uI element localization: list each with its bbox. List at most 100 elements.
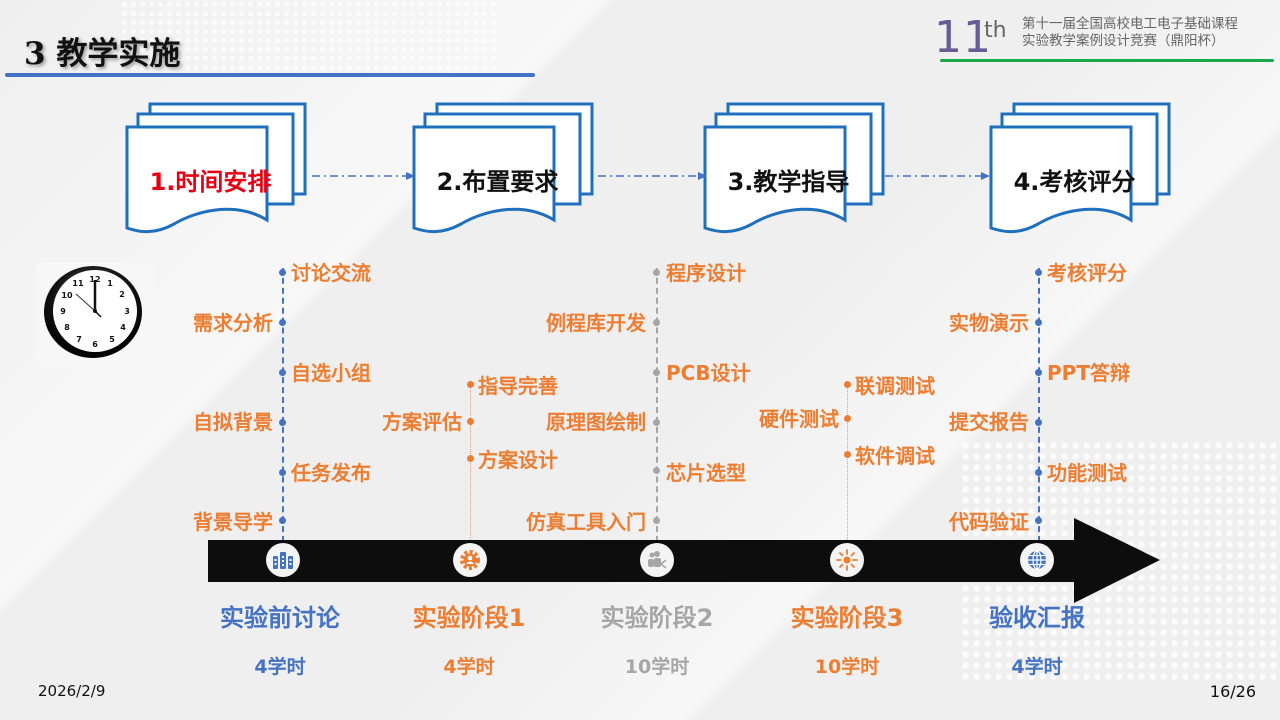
svg-text:7: 7	[76, 335, 82, 344]
timeline-dot	[1035, 469, 1042, 476]
svg-text:1: 1	[107, 279, 113, 288]
logo-line-1: 第十一届全国高校电工电子基础课程	[1022, 16, 1238, 32]
team-share-icon	[640, 543, 674, 577]
phase-hours: 4学时	[1011, 656, 1063, 678]
competition-logo: 11 th 第十一届全国高校电工电子基础课程 实验教学案例设计竞赛（鼎阳杯）	[934, 14, 1274, 64]
timeline-dot	[279, 369, 286, 376]
phase-name: 实验阶段1	[412, 604, 526, 632]
task-label: 自拟背景	[193, 410, 273, 434]
svg-text:9: 9	[60, 307, 66, 316]
task-label: 方案设计	[478, 448, 558, 472]
logo-number: 11	[934, 12, 992, 63]
task-label: 程序设计	[666, 261, 746, 285]
task-label: 硬件测试	[759, 407, 839, 431]
document-stack-icon	[703, 102, 885, 234]
phase-name: 验收汇报	[989, 604, 1085, 632]
task-label: PCB设计	[666, 361, 751, 385]
timeline-line	[470, 382, 471, 542]
timeline-dot	[844, 451, 851, 458]
timeline-dot	[1035, 369, 1042, 376]
step-requirements[interactable]: 2.布置要求	[411, 100, 596, 245]
task-label: 自选小组	[291, 361, 371, 385]
task-label: 背景导学	[193, 510, 273, 534]
phase-name: 实验阶段3	[790, 604, 904, 632]
timeline-dot	[653, 319, 660, 326]
timeline-dot	[467, 455, 474, 462]
phase-name: 实验阶段2	[600, 604, 714, 632]
svg-text:3: 3	[124, 307, 130, 316]
timeline-dot	[844, 381, 851, 388]
svg-text:5: 5	[109, 335, 115, 344]
task-label: 任务发布	[291, 461, 371, 485]
timeline-dot	[279, 419, 286, 426]
timeline-dot	[1035, 319, 1042, 326]
slide-title: 3 教学实施	[24, 36, 181, 72]
timeline-dot	[653, 369, 660, 376]
task-label: 讨论交流	[291, 261, 371, 285]
timeline-dot	[279, 469, 286, 476]
timeline-dot	[844, 415, 851, 422]
task-label: 例程库开发	[546, 311, 646, 335]
background-dot-pattern	[120, 0, 500, 70]
timeline-dot	[279, 517, 286, 524]
document-stack-icon	[125, 102, 307, 234]
phase-hours: 10学时	[814, 656, 880, 678]
timeline-dot	[653, 517, 660, 524]
document-stack-icon	[412, 102, 594, 234]
timeline-dot	[1035, 269, 1042, 276]
timeline-arrow	[208, 518, 1160, 603]
timeline-dot	[1035, 517, 1042, 524]
svg-text:10: 10	[61, 291, 73, 300]
connector-arrow	[885, 172, 990, 180]
task-label: 代码验证	[949, 510, 1029, 534]
task-label: 原理图绘制	[546, 410, 646, 434]
buildings-icon	[266, 543, 300, 577]
phase-hours: 4学时	[443, 656, 495, 678]
sunburst-icon	[830, 543, 864, 577]
task-label: 方案评估	[382, 410, 462, 434]
task-label: PPT答辩	[1047, 361, 1130, 385]
phase-hours: 4学时	[254, 656, 306, 678]
logo-suffix: th	[984, 18, 1007, 43]
step-teaching-guidance[interactable]: 3.教学指导	[702, 100, 887, 245]
logo-text: 第十一届全国高校电工电子基础课程 实验教学案例设计竞赛（鼎阳杯）	[1022, 16, 1238, 50]
task-label: 仿真工具入门	[526, 510, 646, 534]
step-label: 2.布置要求	[436, 168, 559, 196]
timeline-dot	[279, 319, 286, 326]
globe-icon	[1020, 543, 1054, 577]
task-label: 提交报告	[949, 410, 1029, 434]
timeline-dot	[279, 269, 286, 276]
timeline-dot	[467, 381, 474, 388]
timeline-line	[656, 268, 658, 542]
task-label: 联调测试	[855, 374, 935, 398]
timeline-line	[1038, 268, 1040, 542]
step-label: 4.考核评分	[1013, 168, 1136, 196]
timeline-line	[282, 268, 284, 542]
task-label: 需求分析	[193, 311, 273, 335]
gear-person-icon	[453, 543, 487, 577]
connector-arrow	[598, 172, 707, 180]
task-label: 软件调试	[855, 444, 935, 468]
svg-text:6: 6	[92, 340, 98, 349]
task-label: 实物演示	[949, 311, 1029, 335]
slide-page-number: 16/26	[1209, 682, 1256, 701]
step-assessment[interactable]: 4.考核评分	[988, 100, 1173, 245]
task-label: 芯片选型	[666, 461, 746, 485]
timeline-line	[847, 382, 848, 542]
timeline-dot	[653, 269, 660, 276]
phase-name: 实验前讨论	[220, 604, 340, 632]
timeline-dot	[1035, 419, 1042, 426]
step-label: 3.教学指导	[727, 168, 850, 196]
logo-line-2: 实验教学案例设计竞赛（鼎阳杯）	[1022, 33, 1225, 49]
step-label: 1.时间安排	[149, 168, 272, 196]
step-time-schedule[interactable]: 1.时间安排	[124, 100, 309, 245]
phase-hours: 10学时	[624, 656, 690, 678]
svg-text:2: 2	[119, 290, 125, 299]
timeline-dot	[653, 419, 660, 426]
svg-text:11: 11	[72, 279, 84, 288]
svg-text:8: 8	[64, 323, 70, 332]
document-stack-icon	[989, 102, 1171, 234]
connector-arrow	[312, 172, 415, 180]
svg-text:4: 4	[120, 323, 126, 332]
